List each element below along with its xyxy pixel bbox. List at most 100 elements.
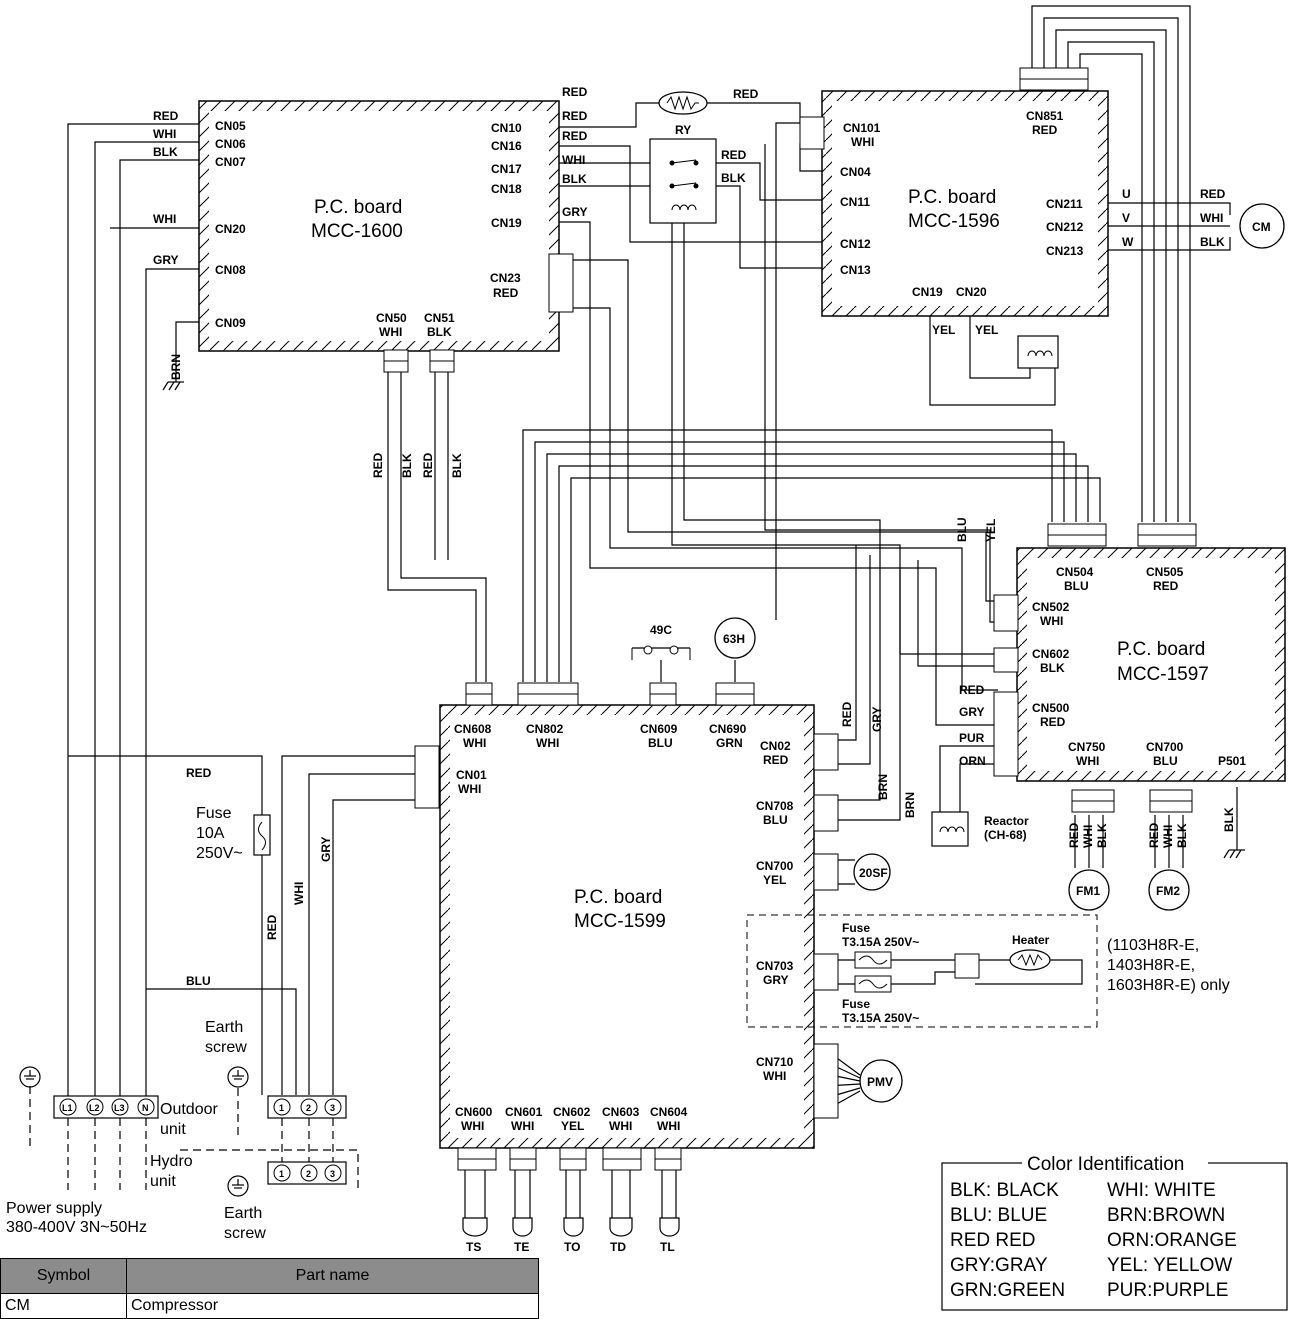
terminal-n: N bbox=[142, 1103, 149, 1113]
connector-cn502-color: WHI bbox=[1040, 614, 1063, 628]
heater-note-3: 1603H8R-E) only bbox=[1107, 977, 1230, 994]
terminal-hyd-2: 2 bbox=[306, 1169, 311, 1179]
fan-motor-fm2 bbox=[1148, 869, 1190, 911]
connector-cn700-1599: CN700 bbox=[756, 859, 794, 873]
connector-cn17: CN17 bbox=[491, 162, 522, 176]
connector-cn08: CN08 bbox=[215, 263, 246, 277]
wire-fm2-whi: WHI bbox=[1161, 825, 1175, 848]
earth-screw-bottom-2: screw bbox=[224, 1225, 266, 1242]
wire-cn19-yel: YEL bbox=[932, 323, 955, 337]
sensor-td: TD bbox=[610, 1240, 626, 1254]
connector-cn750: CN750 bbox=[1068, 740, 1106, 754]
connector-p501: P501 bbox=[1218, 754, 1246, 768]
parts-table-header: Symbol Part name bbox=[0, 1258, 539, 1294]
board-mcc1596-title: P.C. board bbox=[908, 187, 996, 208]
connector-cn710-color: WHI bbox=[763, 1069, 786, 1083]
connector-cn851-color: RED bbox=[1032, 123, 1058, 137]
connector-cn06: CN06 bbox=[215, 137, 246, 151]
color-legend-title: Color Identification bbox=[1027, 1154, 1184, 1175]
legend-left-2: RED RED bbox=[950, 1230, 1036, 1251]
connector-cn608: CN608 bbox=[454, 722, 492, 736]
symbol-header: Symbol bbox=[0, 1258, 127, 1294]
connector-cn502: CN502 bbox=[1032, 600, 1070, 614]
sensor-ts: TS bbox=[466, 1240, 481, 1254]
wire-relay-red: RED bbox=[721, 148, 747, 162]
wire-cn51-blk: BLK bbox=[450, 453, 464, 478]
wire-cn06-whi: WHI bbox=[153, 127, 176, 141]
heater-element bbox=[1009, 949, 1051, 971]
connector-cn101: CN101 bbox=[843, 121, 881, 135]
vertical-wire-labels: BRN RED BLK RED BLK BLU YEL RED GRY BRN … bbox=[169, 354, 1236, 940]
board-mcc1597-model: MCC-1597 bbox=[1117, 664, 1209, 685]
wire-cn502-blu: BLU bbox=[955, 517, 969, 542]
connector-cn50-color: WHI bbox=[379, 325, 402, 339]
legend-left-3: GRY:GRAY bbox=[950, 1255, 1048, 1276]
fuse-t-upper-label: Fuse bbox=[842, 921, 870, 935]
ry-resistor bbox=[658, 91, 708, 115]
terminal-l2: L2 bbox=[89, 1103, 100, 1113]
valve-20sf-label: 20SF bbox=[859, 866, 888, 880]
connector-cn23: CN23 bbox=[490, 271, 521, 285]
connector-cn18: CN18 bbox=[491, 182, 522, 196]
connector-cn51: CN51 bbox=[424, 311, 455, 325]
legend-right-1: BRN:BROWN bbox=[1107, 1205, 1225, 1226]
wire-cm-blk: BLK bbox=[1200, 235, 1225, 249]
board-mcc1599-title: P.C. board bbox=[574, 887, 662, 908]
connector-cn609: CN609 bbox=[640, 722, 678, 736]
wire-cn500-pur: PUR bbox=[959, 731, 985, 745]
connector-cn708: CN708 bbox=[756, 799, 794, 813]
sensors bbox=[462, 1217, 680, 1237]
connector-cn601: CN601 bbox=[505, 1105, 543, 1119]
board-mcc1596 bbox=[821, 90, 1109, 317]
wire-fm1-red: RED bbox=[1067, 822, 1081, 848]
connector-cn602-color: BLK bbox=[1040, 661, 1065, 675]
connector-cn690-color: GRN bbox=[716, 736, 743, 750]
wire-cn01-gry: GRY bbox=[319, 836, 333, 862]
connector-cn604: CN604 bbox=[650, 1105, 688, 1119]
legend-right-3: YEL: YELLOW bbox=[1107, 1255, 1232, 1276]
fuse-t-lower-label: Fuse bbox=[842, 997, 870, 1011]
wire-cn17-whi: WHI bbox=[562, 153, 585, 167]
pin-blocks bbox=[383, 67, 1197, 1171]
legend-left-1: BLU: BLUE bbox=[950, 1205, 1047, 1226]
wire-cn20-yel: YEL bbox=[975, 323, 998, 337]
wire-relay-blk: BLK bbox=[721, 171, 746, 185]
wire-cn50-red: RED bbox=[371, 452, 385, 478]
connector-cn750-color: WHI bbox=[1076, 754, 1099, 768]
wire-p501-blk: BLK bbox=[1222, 807, 1236, 832]
reactor-1596 bbox=[1017, 335, 1059, 369]
wire-cn708-brn-b: BRN bbox=[903, 792, 917, 818]
terminal-hyd-3: 3 bbox=[330, 1169, 335, 1179]
wire-fm2-red: RED bbox=[1147, 822, 1161, 848]
connector-cn13: CN13 bbox=[840, 263, 871, 277]
wire-fm1-blk: BLK bbox=[1095, 823, 1109, 848]
connector-cn211: CN211 bbox=[1046, 197, 1083, 211]
connector-cn602: CN602 bbox=[1032, 647, 1070, 661]
legend-right-4: PUR:PURPLE bbox=[1107, 1280, 1228, 1301]
connector-cn101-color: WHI bbox=[851, 135, 874, 149]
parts-table: Symbol Part name CM Compressor bbox=[0, 1258, 539, 1319]
table-row: CM Compressor bbox=[0, 1293, 539, 1319]
connector-cn51-color: BLK bbox=[427, 325, 452, 339]
connector-cn505: CN505 bbox=[1146, 565, 1184, 579]
terminal-out-3: 3 bbox=[330, 1103, 335, 1113]
board-mcc1600 bbox=[198, 100, 560, 352]
connector-cn500: CN500 bbox=[1032, 701, 1070, 715]
connector-cn19-1596: CN19 bbox=[912, 285, 943, 299]
wire-cn01-red: RED bbox=[186, 766, 212, 780]
switch-49c-label: 49C bbox=[650, 623, 672, 637]
connector-cn604-color: WHI bbox=[657, 1119, 680, 1133]
legend-left-4: GRN:GREEN bbox=[950, 1280, 1065, 1301]
phase-w: W bbox=[1122, 235, 1134, 249]
fuse-t-upper-rating: T3.15A 250V~ bbox=[842, 935, 919, 949]
legend-right-0: WHI: WHITE bbox=[1107, 1180, 1216, 1201]
board-mcc1600-title: P.C. board bbox=[314, 197, 402, 218]
connector-cn500-color: RED bbox=[1040, 715, 1066, 729]
ground-symbols bbox=[19, 381, 1245, 1197]
compressor-label: CM bbox=[1252, 220, 1271, 234]
main-fuse-voltage: 250V~ bbox=[196, 845, 243, 862]
relay-ry-label: RY bbox=[675, 123, 691, 137]
wire-cn07-blk: BLK bbox=[153, 145, 178, 159]
switch-49c bbox=[631, 645, 691, 660]
